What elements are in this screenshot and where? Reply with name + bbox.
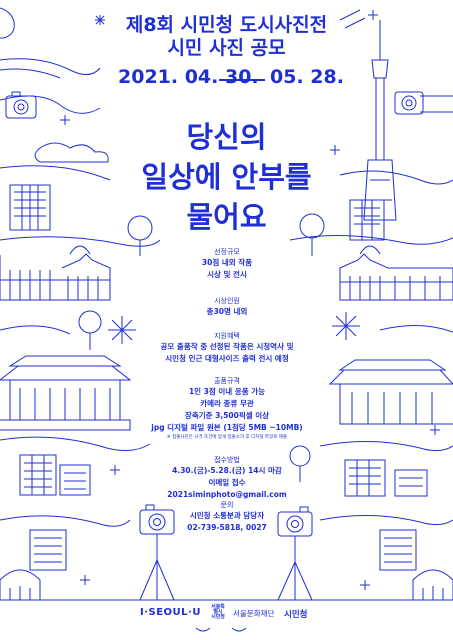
wave-line — [0, 68, 61, 79]
section-label: 문의 — [220, 501, 234, 509]
wave-line — [0, 436, 151, 451]
cloud-icon — [34, 142, 109, 163]
building-icon — [9, 184, 51, 231]
wave-line — [319, 514, 453, 526]
iseoulu-logo: I·SEOUL·U — [140, 607, 201, 618]
seoul-foundation-logo: 서울문화재단 — [233, 609, 275, 618]
sparkle-icon — [430, 425, 440, 435]
rain-lines — [339, 9, 366, 29]
tree-icon — [127, 215, 153, 256]
section-value: 시상 및 전시 — [207, 270, 247, 279]
section-value: 장축기준 3,500픽셀 이상 — [184, 411, 270, 420]
arc-decoration — [0, 7, 15, 39]
sparkle-icon — [360, 580, 370, 590]
section-selection: 선정규모 30점 내외 작품 시상 및 전시 — [127, 247, 327, 281]
footer-logos: I·SEOUL·U 서울특별시 시민청 서울문화재단 시민청 — [0, 605, 453, 625]
sparkle-icon — [60, 115, 70, 125]
sparkle-icon — [108, 316, 136, 344]
section-value: 이메일 접수 — [208, 478, 246, 487]
building-icon — [394, 469, 428, 497]
wave-line — [0, 236, 161, 247]
section-submission: 접수방법 4.30.(금)-5.28.(금) 14시 마감 이메일 접수 202… — [127, 455, 327, 501]
sparkle-icon — [332, 312, 360, 340]
poster-subtitle: 시민 사진 공모 — [167, 37, 286, 59]
tree-icon — [299, 213, 325, 256]
tripod-camera-icon — [277, 506, 313, 601]
section-label: 선정규모 — [214, 248, 240, 256]
tree-icon — [78, 310, 102, 350]
lines — [420, 95, 453, 113]
section-rules: 출품규격 1인 3점 이내 응품 가능 카메라 종류 무관 장축기준 3,500… — [127, 376, 327, 441]
section-value: 공모 출품작 중 선정된 작품은 시청역사 및 — [160, 342, 294, 351]
wave-line — [0, 325, 71, 335]
wave-line — [339, 170, 453, 185]
section-label: 접수방법 — [214, 456, 240, 464]
station-building-icon — [339, 245, 453, 301]
wave-line — [0, 165, 111, 181]
sparkle-icon — [110, 465, 120, 475]
section-value: 02-739-5818, 0027 — [187, 523, 267, 532]
seoul-city-logo-top: 서울특별시 — [211, 604, 225, 615]
wave-line — [0, 95, 101, 114]
section-label: 지원혜택 — [214, 332, 240, 340]
camera-icon — [394, 91, 424, 115]
tripod-camera-icon — [139, 504, 175, 601]
date-range: 2021. 04. 30. 05. 28. — [0, 66, 453, 92]
building-icon — [349, 199, 385, 241]
wave-line — [0, 58, 101, 75]
email-link[interactable]: 2021siminphoto@gmail.com — [167, 490, 287, 499]
building-icon — [344, 459, 386, 497]
wave-line — [289, 234, 453, 245]
section-value: 30점 내외 작품 — [201, 258, 253, 267]
section-note: ※ 접출사진은 규격 조건에 맞게 접출소하 후 디지털 파일로 제출 — [166, 435, 288, 440]
wave-line — [379, 324, 453, 333]
section-contact: 문의 시민청 소통분과 담당자 02-739-5818, 0027 — [127, 500, 327, 534]
date-start: 2021. 04. 30. — [118, 66, 259, 88]
palace-icon — [328, 359, 453, 425]
section-value: 4.30.(금)-5.28.(금) 14시 마감 — [172, 466, 282, 475]
station-building-icon — [412, 569, 453, 600]
siminchung-logo: 시민청 — [284, 610, 308, 620]
section-value: 시민청 소통분과 담당자 — [189, 511, 265, 520]
section-value: 1인 3점 이내 응품 가능 — [188, 387, 266, 396]
seoul-city-logo-bottom: 시민청 — [211, 614, 225, 620]
wave-line — [319, 440, 453, 452]
palace-icon — [0, 355, 132, 431]
section-value: 총30명 내외 — [206, 307, 248, 316]
station-building-icon — [0, 245, 111, 301]
building-icon — [29, 529, 67, 571]
sparkle-icon — [80, 575, 90, 585]
wave-line — [0, 515, 131, 527]
section-value: 시민청 인근 대형사이즈 출력 전시 예정 — [165, 354, 289, 363]
section-benefits: 지원혜택 공모 출품작 중 선정된 작품은 시청역사 및 시민청 인근 대형사이… — [127, 331, 327, 365]
poster-title: 제8회 시민청 도시사진전 — [125, 14, 328, 36]
sparkle-icon — [95, 15, 105, 25]
sparkle-icon — [330, 145, 340, 155]
building-icon — [19, 454, 57, 496]
headline-line1: 당신의 — [186, 120, 267, 154]
headline-line3: 물어요 — [186, 200, 267, 234]
section-value: 카메라 종류 무관 — [200, 399, 254, 408]
building-icon — [379, 529, 417, 571]
tree-icon — [289, 445, 311, 482]
headline-line2: 일상에 안부를 — [141, 160, 312, 194]
section-label: 시상인원 — [214, 297, 240, 305]
date-end: 05. 28. — [270, 66, 344, 88]
station-building-icon — [0, 569, 41, 600]
section-awards: 시상인원 총30명 내외 — [127, 296, 327, 318]
smile-decoration — [195, 627, 247, 632]
building-icon — [59, 464, 91, 496]
section-label: 출품규격 — [214, 377, 240, 385]
sparkle-icon — [368, 10, 378, 20]
date-dash — [219, 79, 265, 81]
section-value: jpg 디지털 파일 원본 (1점당 5MB ~10MB) — [151, 423, 303, 432]
seoul-city-logo: 서울특별시 시민청 — [209, 605, 227, 620]
